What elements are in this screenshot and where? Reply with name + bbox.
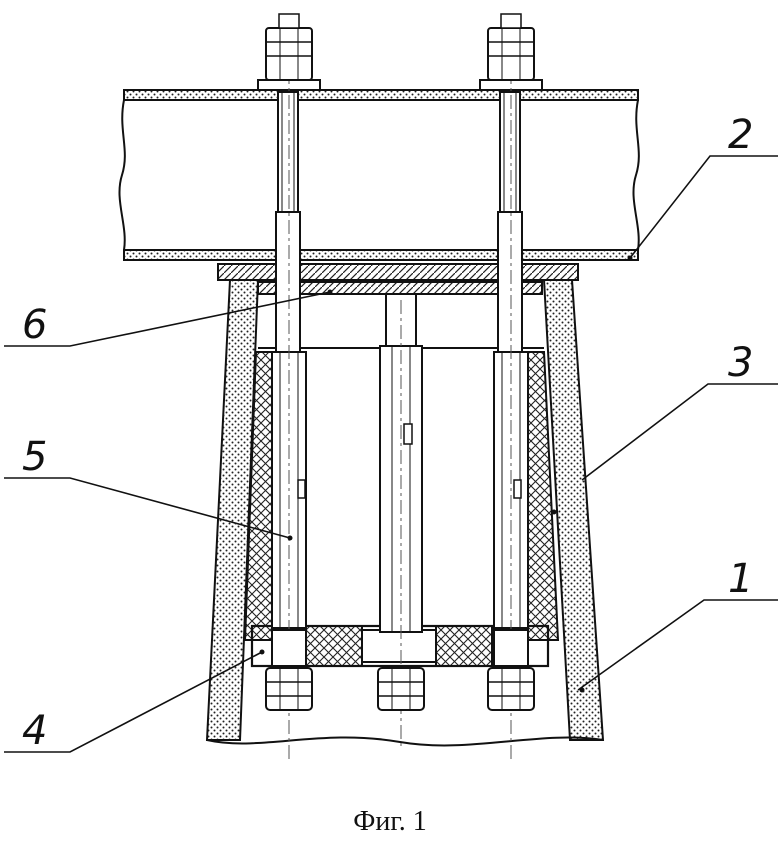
mounting-plate [217,263,579,281]
callout-2: 2 [728,112,753,158]
callout-5: 5 [22,434,47,480]
bottom-plate-part-4 [250,624,550,668]
leader-lines [4,155,778,753]
rod-right [493,20,529,760]
bottom-nut-right [487,629,535,711]
callout-3: 3 [728,340,753,386]
callout-6: 6 [22,302,47,348]
callout-4: 4 [22,708,47,754]
tube-part-1 [205,279,605,747]
rod-left-part-5 [271,20,307,760]
beam-part-2 [118,89,640,261]
top-nut-left [265,13,313,81]
figure-caption: Фиг. 1 [353,806,427,837]
bottom-nut-left [265,629,313,711]
bottom-nut-center [377,667,425,711]
callout-1: 1 [728,556,753,602]
central-rod [379,293,423,750]
top-nut-right [487,13,535,81]
